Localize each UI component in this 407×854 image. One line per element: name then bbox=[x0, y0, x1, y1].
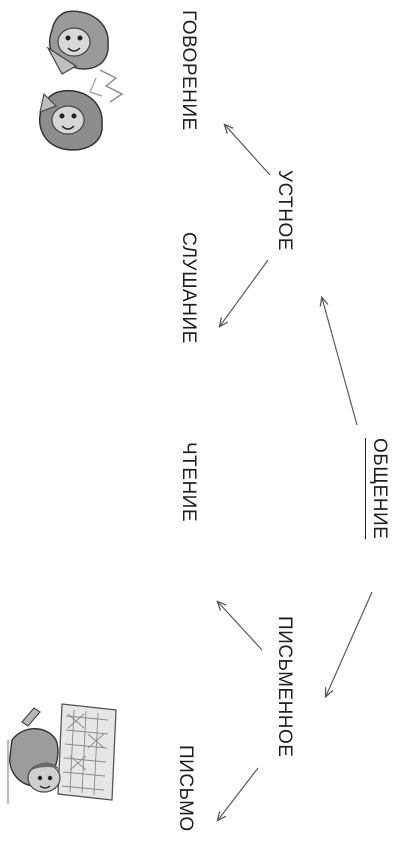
arrow-root-to-oral bbox=[322, 298, 358, 426]
arrow-root-to-written bbox=[326, 591, 373, 696]
arrow-written-to-reading bbox=[218, 602, 263, 651]
root-label: ОБЩЕНИЕ bbox=[369, 438, 390, 540]
reading-label: ЧТЕНИЕ bbox=[178, 442, 199, 522]
child-writing-picture bbox=[7, 703, 117, 804]
listening-label: СЛУШАНИЕ bbox=[178, 232, 199, 344]
written-branch-label: ПИСЬМЕННОЕ bbox=[274, 616, 295, 758]
two-kids-talking-picture bbox=[39, 10, 124, 151]
oral-branch-label: УСТНОЕ bbox=[274, 170, 295, 251]
arrow-written-to-writing bbox=[218, 767, 259, 820]
speaking-label: ГОВОРЕНИЕ bbox=[178, 10, 199, 131]
arrow-oral-to-speaking bbox=[225, 125, 271, 176]
arrow-oral-to-listening bbox=[220, 259, 269, 326]
writing-label: ПИСЬМО bbox=[175, 745, 196, 832]
